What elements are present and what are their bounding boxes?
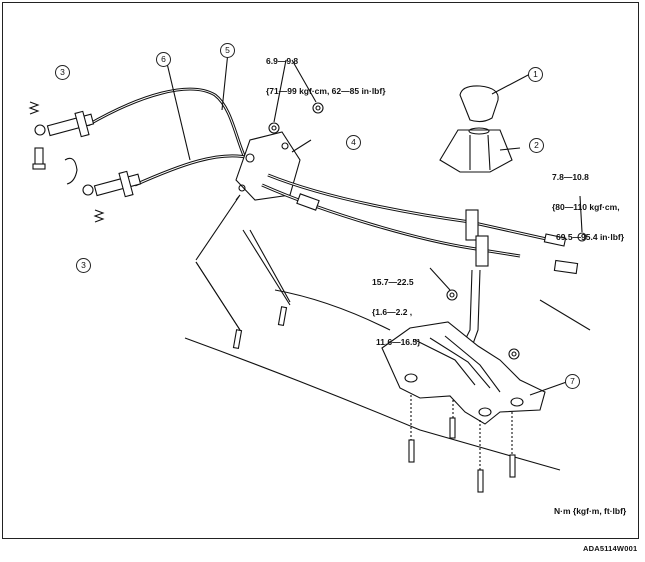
cable-upper [87, 87, 248, 161]
cable-bracket [235, 131, 301, 201]
torque-spec-lever: 15.7—22.5 {1.6—2.2 , 11.6—16.5} [372, 257, 420, 357]
callout-1: 1 [528, 67, 543, 82]
nut-base [508, 348, 520, 360]
callout-5: 5 [220, 43, 235, 58]
nut-bracket-1 [268, 122, 280, 134]
torque-spec-lever-line-2: {1.6—2.2 , [372, 307, 413, 317]
torque-spec-lever-line-3: 11.6—16.5} [376, 337, 421, 347]
callout-4: 4 [346, 135, 361, 150]
floor-outline [184, 337, 561, 471]
torque-spec-bracket-line-1: 6.9—9.8 [266, 56, 299, 66]
callout-7: 7 [565, 374, 580, 389]
spring-clip-lower [93, 209, 105, 223]
spring-clip-upper [28, 101, 40, 115]
torque-spec-cable-end-line-1: 7.8—10.8 [552, 172, 589, 182]
torque-spec-cable-end: 7.8—10.8 {80—110 kgf·cm, 69.5—95.4 in·lb… [552, 152, 624, 252]
bushing [64, 157, 78, 185]
studs [232, 306, 516, 493]
diagram-frame [2, 2, 639, 539]
callout-6: 6 [156, 52, 171, 67]
shift-knob [459, 85, 499, 123]
callout-3-lower: 3 [76, 258, 91, 273]
units-note: N·m {kgf·m, ft·lbf} [554, 506, 627, 516]
torque-spec-lever-line-1: 15.7—22.5 [372, 277, 414, 287]
floor-edge-left [274, 289, 391, 331]
callout-2: 2 [529, 138, 544, 153]
floor-edge-right [539, 299, 591, 331]
torque-spec-bracket-line-2: {71—99 kgf·cm, 62—85 in·lbf} [266, 86, 386, 96]
cable-lower [134, 154, 251, 187]
nut-bracket-2 [312, 102, 324, 114]
callout-3-upper: 3 [55, 65, 70, 80]
torque-spec-cable-end-line-2: {80—110 kgf·cm, [552, 202, 620, 212]
shifter-base [381, 321, 546, 425]
bolt-upper [34, 147, 44, 167]
cable-end-lower [93, 173, 142, 197]
torque-spec-cable-end-line-3: 69.5—95.4 in·lbf} [556, 232, 625, 242]
nut-cable-end [577, 232, 587, 242]
nut-lever [446, 289, 458, 301]
shift-boot [439, 129, 513, 173]
figure-code: ADA5114W001 [583, 544, 638, 553]
torque-spec-bracket: 6.9—9.8 {71—99 kgf·cm, 62—85 in·lbf} [266, 36, 386, 106]
